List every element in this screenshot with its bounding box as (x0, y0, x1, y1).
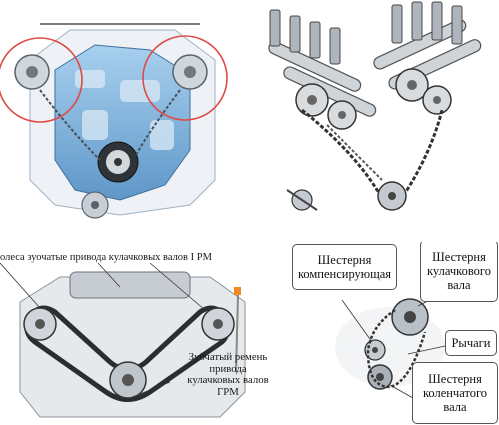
timing-chain-illustration (268, 1, 482, 211)
levers-callout: Рычаги (445, 330, 497, 356)
panel-balance-shaft-gears: Шестерня компенсирующая Шестерня кулачко… (280, 242, 499, 425)
panel-timing-front-view (0, 0, 242, 242)
belt-label: Зубчатый ремень привода кулачковых валов… (187, 351, 269, 398)
panel-belt-drive: олеса зуочатые привода кулачковых валов … (0, 242, 280, 425)
panel-timing-chain-3d (242, 0, 499, 242)
sprockets-label: олеса зуочатые привода кулачковых валов … (0, 252, 280, 264)
belt-drive-illustration (0, 262, 246, 418)
balance-gear-callout: Шестерня компенсирующая (292, 244, 397, 290)
cam-gear-callout: Шестерня кулачкового вала (420, 242, 498, 302)
crank-gear-callout: Шестерня коленчатого вала (412, 362, 498, 424)
engine-front-illustration (0, 23, 228, 219)
